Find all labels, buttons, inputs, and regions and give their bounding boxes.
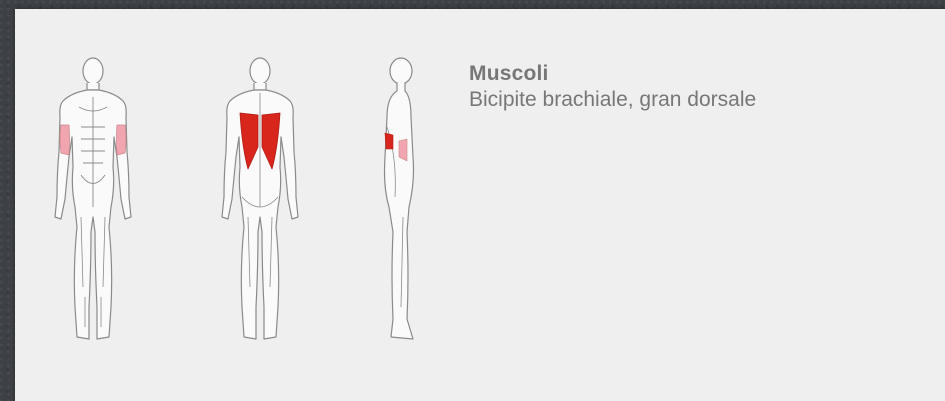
side-body-outline bbox=[385, 58, 414, 339]
muscles-info: Muscoli Bicipite brachiale, gran dorsale bbox=[469, 61, 756, 113]
body-front-figure bbox=[45, 57, 141, 347]
body-back-figure bbox=[212, 57, 308, 347]
muscle-diagrams bbox=[15, 9, 465, 401]
front-right-biceps bbox=[117, 125, 127, 155]
muscles-title: Muscoli bbox=[469, 61, 756, 87]
exercise-muscles-panel: Muscoli Bicipite brachiale, gran dorsale bbox=[15, 9, 945, 401]
front-body-outline bbox=[55, 58, 131, 339]
back-body-outline bbox=[222, 58, 298, 339]
body-side-figure bbox=[377, 57, 427, 347]
side-latissimus bbox=[399, 139, 407, 161]
side-biceps bbox=[385, 133, 393, 149]
front-left-biceps bbox=[60, 125, 70, 155]
muscles-list: Bicipite brachiale, gran dorsale bbox=[469, 87, 756, 113]
